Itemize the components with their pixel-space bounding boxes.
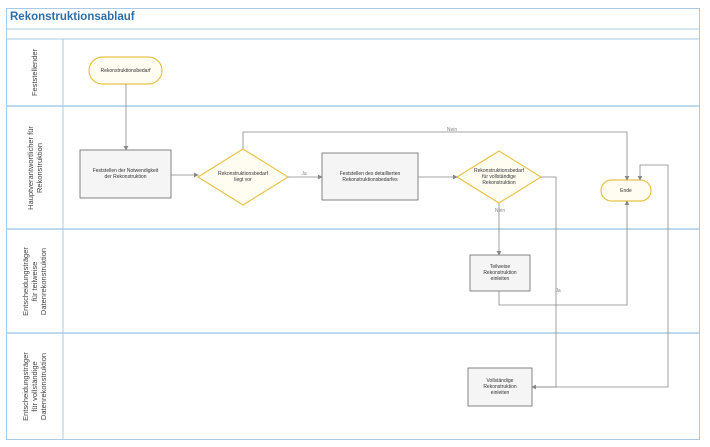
lane-label-text: Feststellender	[29, 48, 39, 97]
partial-box	[469, 254, 531, 292]
lane-label-teilweise: Entscheidungsträger für teilweise Datenr…	[6, 229, 63, 333]
lane-label-text: Hauptverantwortlicher für Rekonstruktion	[25, 125, 44, 210]
edge-label-full-yes: Ja	[555, 287, 561, 294]
page-title: Rekonstruktionsablauf	[10, 11, 135, 23]
lane-label-hauptverantwortlicher: Hauptverantwortlicher für Rekonstruktion	[6, 106, 63, 229]
edge-label-full-no: Nein	[494, 207, 506, 214]
check-necessity-label: Feststellen der Notwendigkeit der Rekons…	[92, 168, 159, 180]
full-box	[467, 367, 533, 407]
decision-full-label: Rekonstruktionsbedarf für vollständige R…	[473, 168, 525, 186]
full-label: Vollständige Rekonstruktion einleiten	[483, 378, 517, 396]
edge-full-to-end	[532, 164, 669, 388]
start-terminal	[88, 56, 163, 85]
lane-label-text: Entscheidungsträger für teilweise Datenr…	[21, 246, 49, 316]
detail-need-box	[321, 152, 419, 201]
detail-need-label: Feststellen des detaillierten Rekonstruk…	[339, 170, 401, 183]
decision-need-diamond	[196, 148, 290, 206]
lane-label-text: Entscheidungsträger für vollständige Dat…	[21, 352, 49, 421]
edge-partial-to-end	[498, 200, 630, 306]
lane-label-vollstaendig: Entscheidungsträger für vollständige Dat…	[6, 333, 63, 440]
start-label: Rekonstruktionsbedarf	[100, 67, 151, 74]
end-label: Ende	[620, 187, 632, 194]
edge-label-need-yes: Ja	[301, 170, 307, 177]
edge-decision-no	[242, 131, 630, 181]
lane-label-feststellender: Feststellender	[6, 39, 63, 106]
decision-need-label: Rekonstruktionsbedarf liegt vor	[217, 171, 269, 183]
partial-label: Teilweise Rekonstruktion einleiten	[483, 264, 517, 282]
check-necessity-box	[79, 149, 172, 199]
pool-frame	[6, 8, 700, 440]
edge-label-need-no: Nein	[446, 126, 458, 133]
